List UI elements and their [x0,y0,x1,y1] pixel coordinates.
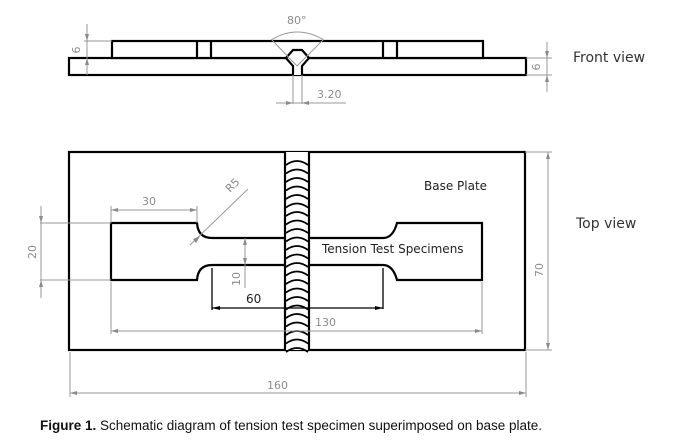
front-view-label: Front view [573,50,645,66]
weld-ripple [285,313,309,319]
weld-ripple [285,228,309,234]
weld-ripple [285,236,309,243]
base-plate-thickness-label: 6 [530,64,543,71]
weld-ripple [285,245,309,251]
radius-leader [189,188,249,246]
weld-ripple [285,177,309,183]
specimen-length-label: 130 [315,316,336,329]
weld-ripple [285,321,309,328]
weld-groove [285,48,311,75]
top-view-label: Top view [575,216,636,232]
weld-bead [283,152,311,353]
angle-leg [271,39,298,67]
caption-text: Schematic diagram of tension test specim… [96,418,543,433]
weld-ripple [285,279,309,285]
fillet-radius-label: R5 [223,176,243,196]
dim-arrow [286,101,293,105]
weld-ripple [285,347,309,353]
grip-length-label: 30 [142,195,156,208]
weld-ripple [285,253,309,260]
gauge-width-label: 10 [230,272,243,286]
weld-ripple [285,338,309,345]
base-plate-label: Base Plate [424,179,487,193]
weld-ripple [285,185,309,192]
weld-ripple [285,202,309,209]
caption-prefix: Figure 1. [40,418,97,433]
upper-plate-thickness-label: 6 [70,47,83,54]
weld-ripple [285,219,309,226]
angle-arc [270,31,325,41]
grip-width-label: 20 [26,245,39,259]
weld-ripple [285,194,309,200]
angle-leg [296,39,324,67]
weld-ripple [285,296,309,302]
weld-ripple [285,160,309,166]
figure-caption: Figure 1. Schematic diagram of tension t… [40,418,542,433]
tension-specimen [109,221,484,282]
root-gap-label: 3.20 [317,88,342,101]
groove-angle-label: 80° [287,14,307,27]
front-view: 80° 3.20 6 6 Front view [67,14,645,105]
weld-ripple [285,211,309,217]
gauge-length-label: 60 [246,292,261,306]
top-view: Base Plate Tension Test Specimens 30 R5 … [26,150,636,397]
weld-ripple [285,262,309,268]
weld-ripple [285,168,309,175]
plate-length-label: 160 [267,379,288,392]
weld-ripple [285,287,309,294]
plate-width-label: 70 [533,263,546,277]
specimen-label: Tension Test Specimens [321,242,464,256]
weld-ripple [285,270,309,277]
